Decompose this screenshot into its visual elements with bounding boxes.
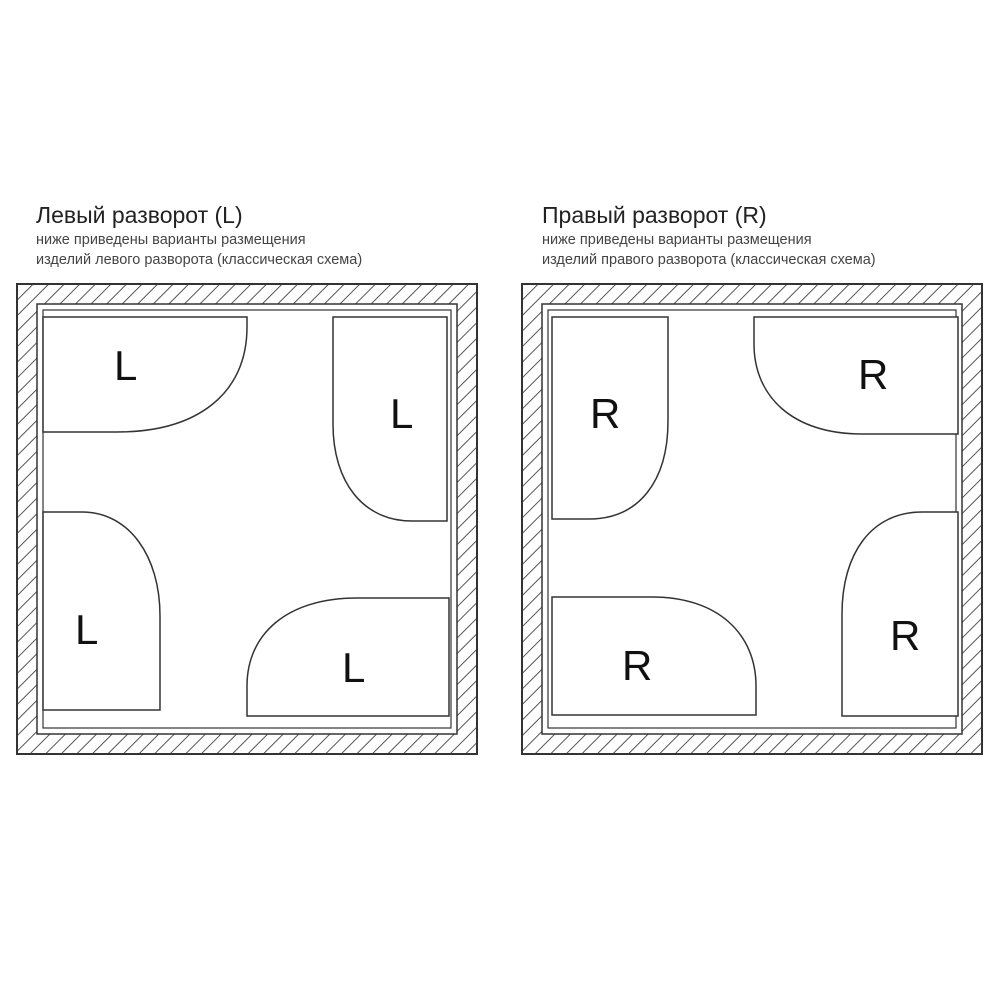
right-subtitle-line2: изделий правого разворота (классическая … (542, 252, 876, 268)
right-product-bottom-right (841, 511, 959, 717)
left-subtitle-line2: изделий левого разворота (классическая с… (36, 252, 363, 268)
right-mark-bottom-left: R (622, 642, 652, 689)
right-mark-top-right: R (858, 351, 888, 398)
right-product-top-left (551, 316, 669, 520)
left-panel-header: Левый разворот (L) ниже приведены вариан… (36, 200, 496, 270)
left-room-inner-border (36, 303, 458, 735)
right-title: Правый разворот (R) (542, 202, 767, 228)
left-room-diagram: L L L L (16, 283, 478, 755)
right-room-outer-border (521, 283, 983, 755)
left-mark-top-left: L (114, 342, 137, 389)
left-mark-top-right: L (390, 390, 413, 437)
right-mark-top-left: R (590, 390, 620, 437)
left-room-outer-border (16, 283, 478, 755)
right-room-diagram: R R R R (521, 283, 983, 755)
right-subtitle-line1: ниже приведены варианты размещения (542, 232, 812, 248)
right-product-bottom-left (551, 596, 757, 716)
right-panel-header: Правый разворот (R) ниже приведены вариа… (542, 200, 1000, 270)
left-mark-bottom-left: L (75, 606, 98, 653)
left-product-top-left (42, 316, 248, 433)
left-product-bottom-left (42, 511, 161, 711)
left-subtitle-line1: ниже приведены варианты размещения (36, 232, 306, 248)
right-room-inner-border (541, 303, 963, 735)
left-title: Левый разворот (L) (36, 202, 243, 228)
left-product-top-right (332, 316, 448, 522)
left-product-bottom-right (246, 597, 450, 717)
left-mark-bottom-right: L (342, 644, 365, 691)
right-mark-bottom-right: R (890, 612, 920, 659)
right-product-top-right (753, 316, 959, 435)
